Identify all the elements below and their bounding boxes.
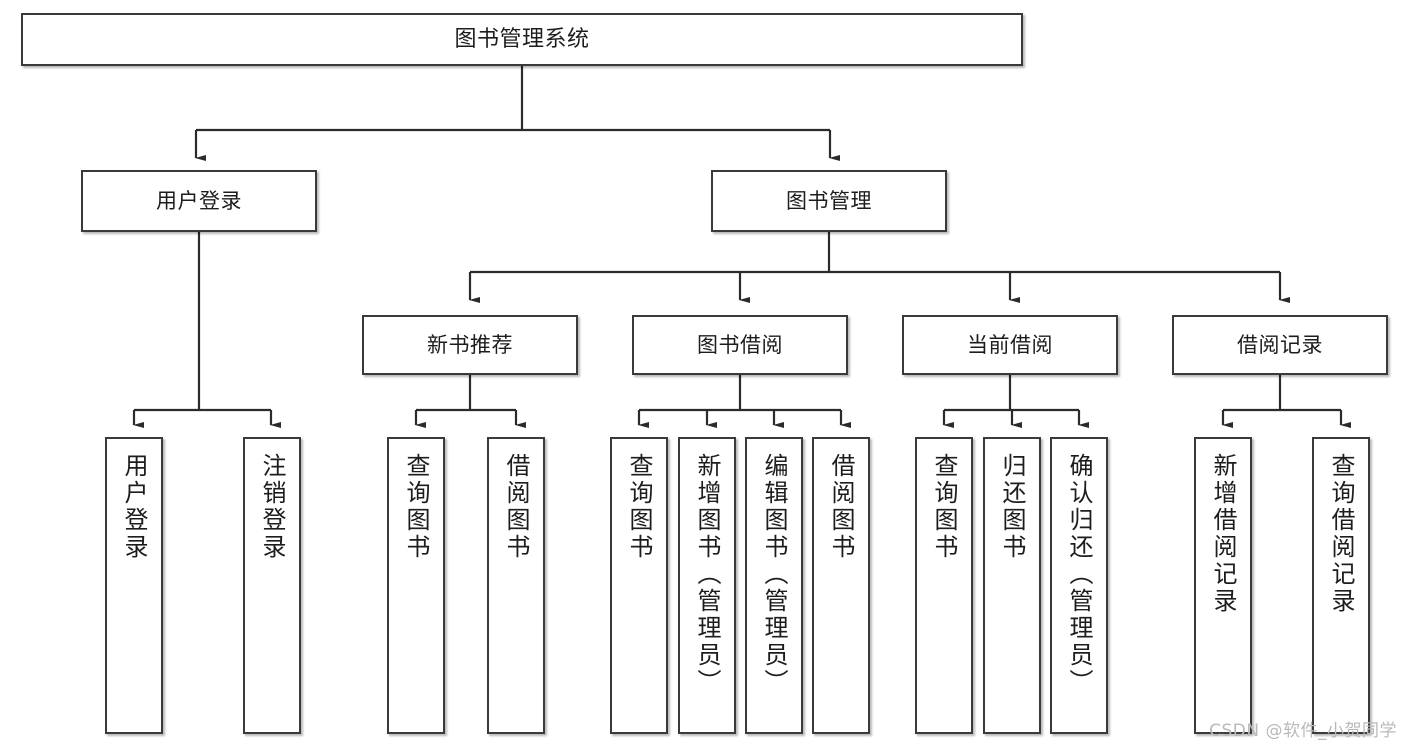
node-borrow-record[interactable]: 借阅记录	[1172, 315, 1388, 375]
node-label: 图书管理系统	[454, 26, 590, 52]
node-new-book-recommend[interactable]: 新书推荐	[362, 315, 578, 375]
node-label: 新书推荐	[427, 332, 513, 357]
node-label: 图书借阅	[697, 332, 783, 357]
node-label: 借阅图书	[502, 453, 530, 561]
node-current-borrow[interactable]: 当前借阅	[902, 315, 1118, 375]
node-leaf-confirm-return-admin[interactable]: 确认归还（管理员）	[1050, 437, 1108, 734]
node-label: 归还图书	[998, 453, 1026, 561]
node-label: 新增图书（管理员）	[693, 453, 721, 696]
node-leaf-edit-book-admin[interactable]: 编辑图书（管理员）	[745, 437, 803, 734]
node-label: 新增借阅记录	[1209, 453, 1237, 615]
node-leaf-query-borrow-record[interactable]: 查询借阅记录	[1312, 437, 1370, 734]
node-label: 图书管理	[786, 188, 872, 213]
node-leaf-logout-login[interactable]: 注销登录	[243, 437, 301, 734]
node-leaf-query-book-3[interactable]: 查询图书	[915, 437, 973, 734]
node-leaf-add-book-admin[interactable]: 新增图书（管理员）	[678, 437, 736, 734]
node-label: 查询借阅记录	[1327, 453, 1355, 615]
node-label: 查询图书	[930, 453, 958, 561]
node-leaf-return-book[interactable]: 归还图书	[983, 437, 1041, 734]
watermark-text: CSDN @软件_小贺同学	[1209, 721, 1397, 741]
node-label: 编辑图书（管理员）	[760, 453, 788, 696]
node-leaf-borrow-book-2[interactable]: 借阅图书	[812, 437, 870, 734]
node-leaf-query-book-2[interactable]: 查询图书	[610, 437, 668, 734]
node-book-borrow[interactable]: 图书借阅	[632, 315, 848, 375]
node-label: 借阅图书	[827, 453, 855, 561]
node-book-manage[interactable]: 图书管理	[711, 170, 947, 232]
node-leaf-user-login[interactable]: 用户登录	[105, 437, 163, 734]
node-root-system[interactable]: 图书管理系统	[21, 13, 1023, 66]
node-user-login[interactable]: 用户登录	[81, 170, 317, 232]
node-leaf-borrow-book-1[interactable]: 借阅图书	[487, 437, 545, 734]
node-label: 确认归还（管理员）	[1065, 453, 1093, 696]
node-label: 当前借阅	[967, 332, 1053, 357]
node-label: 借阅记录	[1237, 332, 1323, 357]
node-label: 用户登录	[120, 453, 148, 561]
node-label: 用户登录	[156, 188, 242, 213]
node-leaf-add-borrow-record[interactable]: 新增借阅记录	[1194, 437, 1252, 734]
node-label: 查询图书	[402, 453, 430, 561]
node-label: 注销登录	[258, 453, 286, 561]
node-label: 查询图书	[625, 453, 653, 561]
node-leaf-query-book-1[interactable]: 查询图书	[387, 437, 445, 734]
